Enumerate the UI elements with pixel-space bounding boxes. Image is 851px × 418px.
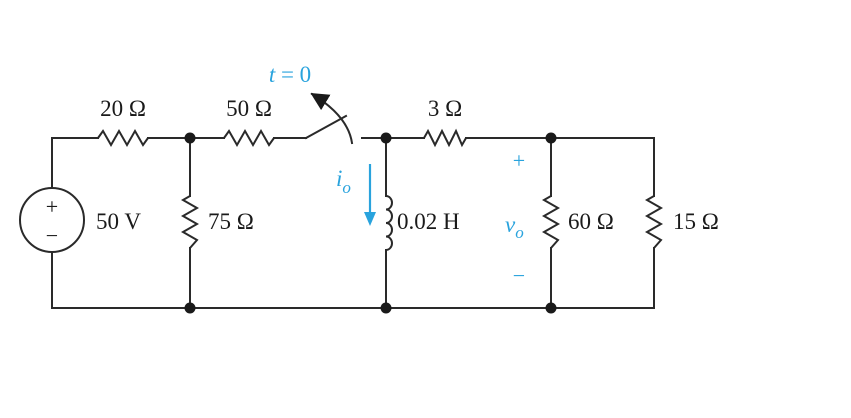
inductor-symbol bbox=[385, 195, 393, 251]
resistor-20-symbol bbox=[97, 128, 149, 148]
vo-symbol: v bbox=[505, 212, 516, 237]
resistor-15-symbol bbox=[644, 195, 664, 249]
node-bottom-right bbox=[545, 302, 557, 314]
source-minus-sign: − bbox=[46, 223, 58, 248]
resistor-3-symbol bbox=[423, 128, 467, 148]
vo-label: vo bbox=[505, 212, 524, 242]
current-subscript: o bbox=[342, 178, 351, 197]
vo-subscript: o bbox=[515, 223, 524, 242]
source-plus-sign: + bbox=[46, 194, 58, 219]
switch-time-equals: = 0 bbox=[275, 62, 311, 87]
resistor-60-label: 60 Ω bbox=[568, 209, 614, 234]
inductor-label: 0.02 H bbox=[397, 209, 460, 234]
resistor-15-label: 15 Ω bbox=[673, 209, 719, 234]
switch-motion-arrow bbox=[310, 92, 354, 145]
wires bbox=[51, 137, 655, 309]
node-bottom-mid bbox=[380, 302, 392, 314]
source-voltage-label: 50 V bbox=[96, 209, 141, 234]
resistor-75-label: 75 Ω bbox=[208, 209, 254, 234]
node-top-left bbox=[184, 132, 196, 144]
vo-minus-sign: − bbox=[513, 263, 525, 288]
node-top-mid bbox=[380, 132, 392, 144]
vo-plus-sign: + bbox=[513, 148, 525, 173]
resistor-3-label: 3 Ω bbox=[428, 96, 462, 121]
resistor-50-label: 50 Ω bbox=[226, 96, 272, 121]
switch-blade bbox=[304, 114, 348, 140]
resistor-50-symbol bbox=[223, 128, 275, 148]
voltage-source bbox=[19, 187, 85, 253]
current-label: io bbox=[336, 166, 351, 197]
current-symbol: i bbox=[336, 166, 342, 191]
voltage-source-circle bbox=[19, 187, 85, 253]
node-bottom-left bbox=[184, 302, 196, 314]
switch bbox=[304, 92, 354, 145]
node-top-right bbox=[545, 132, 557, 144]
current-arrow-head bbox=[364, 212, 376, 226]
resistor-20-label: 20 Ω bbox=[100, 96, 146, 121]
switch-time-label: t = 0 bbox=[269, 62, 311, 87]
resistor-60-symbol bbox=[541, 195, 561, 249]
resistor-75-symbol bbox=[180, 195, 200, 249]
switch-time-variable: t bbox=[269, 62, 276, 87]
